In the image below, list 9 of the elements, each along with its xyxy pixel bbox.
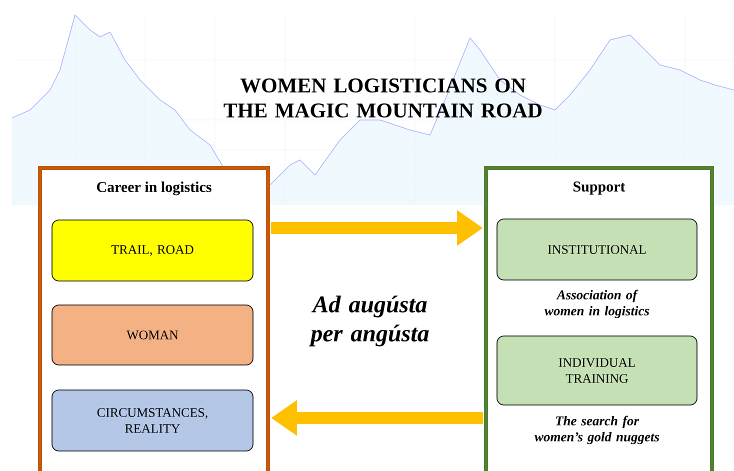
rounded-box: INSTITUTIONAL <box>496 218 698 280</box>
node-label: Association of women in logistics <box>544 290 650 318</box>
title: WOMEN LOGISTICIANS ON THE MAGIC MOUNTAIN ROAD <box>224 78 542 118</box>
rounded-box: WOMAN <box>52 304 254 366</box>
rounded-box: CIRCUMSTANCES, REALITY <box>52 390 254 452</box>
rounded-box: INDIVIDUAL TRAINING <box>496 336 698 406</box>
rounded-box: TRAIL, ROAD <box>52 220 254 282</box>
motto: Ad augústa per angústa <box>308 296 429 346</box>
node-label: The search for women’s gold nuggets <box>534 416 660 444</box>
